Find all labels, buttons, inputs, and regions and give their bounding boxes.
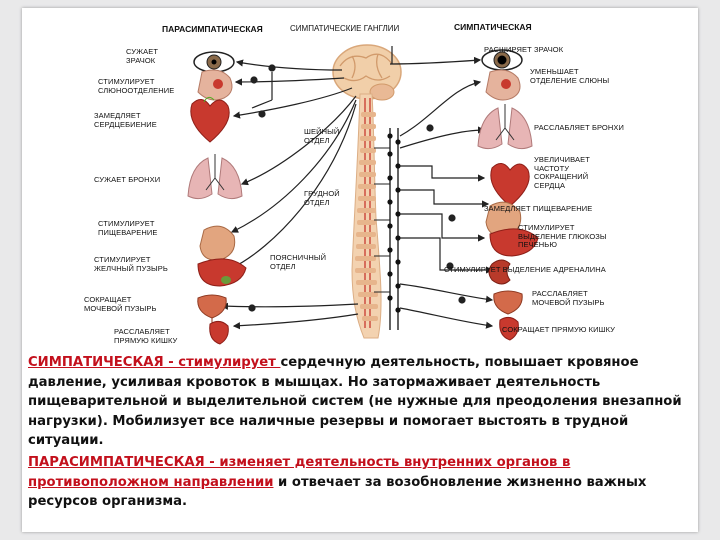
left-label-0: СУЖАЕТ ЗРАЧОК xyxy=(126,47,159,65)
right-label-6: СТИМУЛИРУЕТ ВЫДЕЛЕНИЕ АДРЕНАЛИНА xyxy=(444,265,606,274)
stomach-icon xyxy=(199,225,236,261)
brain-icon xyxy=(332,44,402,101)
header-ganglia: СИМПАТИЧЕСКИЕ ГАНГЛИИ xyxy=(290,24,400,33)
eye-icon xyxy=(481,49,523,71)
parasympathetic-term-link[interactable]: ПАРАСИМПАТИЧЕСКАЯ - изменяет деятельност… xyxy=(28,454,571,490)
spine-label-cervical: ШЕЙНЫЙ ОТДЕЛ xyxy=(304,127,340,145)
liver-icon xyxy=(489,228,539,257)
stomach-icon xyxy=(485,201,522,237)
right-label-8: СОКРАЩАЕТ ПРЯМУЮ КИШКУ xyxy=(502,325,616,334)
left-label-1: СТИМУЛИРУЕТ СЛЮНООТДЕЛЕНИЕ xyxy=(98,77,175,95)
salivary-gland-icon xyxy=(197,69,233,101)
salivary-gland-icon xyxy=(485,69,521,101)
kidney-icon xyxy=(488,259,511,285)
heart-icon xyxy=(190,96,230,143)
caption-parasympathetic: ПАРАСИМПАТИЧЕСКАЯ - изменяет деятельност… xyxy=(28,453,692,512)
header-sympathetic: СИМПАТИЧЕСКАЯ xyxy=(454,22,532,32)
left-label-3: СУЖАЕТ БРОНХИ xyxy=(94,175,161,184)
left-label-5: СТИМУЛИРУЕТ ЖЕЛЧНЫЙ ПУЗЫРЬ xyxy=(94,255,168,273)
left-label-6: СОКРАЩАЕТ МОЧЕВОЙ ПУЗЫРЬ xyxy=(84,295,157,313)
liver-icon xyxy=(197,258,247,287)
right-label-1: УМЕНЬШАЕТ ОТДЕЛЕНИЕ СЛЮНЫ xyxy=(530,67,610,85)
sympathetic-description: сердечную деятельность, повышает кровяно… xyxy=(28,355,682,449)
bladder-icon xyxy=(197,294,227,326)
rectum-icon xyxy=(499,316,519,341)
right-label-3: УВЕЛИЧИВАЕТ ЧАСТОТУ СОКРАЩЕНИЙ СЕРДЦА xyxy=(534,155,590,190)
right-label-7: РАССЛАБЛЯЕТ МОЧЕВОЙ ПУЗЫРЬ xyxy=(532,289,605,307)
spine-label-thoracic: ГРУДНОЙ ОТДЕЛ xyxy=(304,189,340,207)
ganglia-chain xyxy=(374,128,401,330)
spine-label-lumbar: ПОЯСНИЧНЫЙ ОТДЕЛ xyxy=(270,253,327,271)
left-label-2: ЗАМЕДЛЯЕТ СЕРДЦЕБИЕНИЕ xyxy=(94,111,157,129)
nervous-system-diagram: ПАРАСИМПАТИЧЕСКАЯ СИМПАТИЧЕСКИЕ ГАНГЛИИ … xyxy=(22,8,698,354)
slide: ПАРАСИМПАТИЧЕСКАЯ СИМПАТИЧЕСКИЕ ГАНГЛИИ … xyxy=(22,8,698,532)
bladder-icon xyxy=(493,290,523,315)
sympathetic-term-link[interactable]: СИМПАТИЧЕСКАЯ - стимулирует xyxy=(28,355,281,370)
left-label-4: СТИМУЛИРУЕТ ПИЩЕВАРЕНИЕ xyxy=(98,219,158,237)
parasympathetic-nerves xyxy=(220,59,359,330)
sympathetic-nerves xyxy=(389,46,494,329)
right-label-5: СТИМУЛИРУЕТ ВЫДЕЛЕНИЕ ГЛЮКОЗЫ ПЕЧЕНЬЮ xyxy=(518,223,607,249)
lungs-icon xyxy=(477,104,533,150)
left-label-7: РАССЛАБЛЯЕТ ПРЯМУЮ КИШКУ xyxy=(114,327,178,345)
right-label-0: РАСШИРЯЕТ ЗРАЧОК xyxy=(484,45,564,54)
rectum-icon xyxy=(209,320,229,345)
spinal-cord-icon xyxy=(351,93,382,339)
eye-icon xyxy=(193,51,235,73)
parasympathetic-description: и отвечает за возобновление жизненно важ… xyxy=(28,474,647,510)
right-label-4: ЗАМЕДЛЯЕТ ПИЩЕВАРЕНИЕ xyxy=(484,204,593,213)
right-label-2: РАССЛАБЛЯЕТ БРОНХИ xyxy=(534,123,624,132)
lungs-icon xyxy=(187,154,243,200)
caption: СИМПАТИЧЕСКАЯ - стимулирует сердечную де… xyxy=(28,353,692,512)
header-parasympathetic: ПАРАСИМПАТИЧЕСКАЯ xyxy=(162,24,263,34)
caption-sympathetic: СИМПАТИЧЕСКАЯ - стимулирует сердечную де… xyxy=(28,353,692,451)
heart-icon xyxy=(490,163,530,207)
